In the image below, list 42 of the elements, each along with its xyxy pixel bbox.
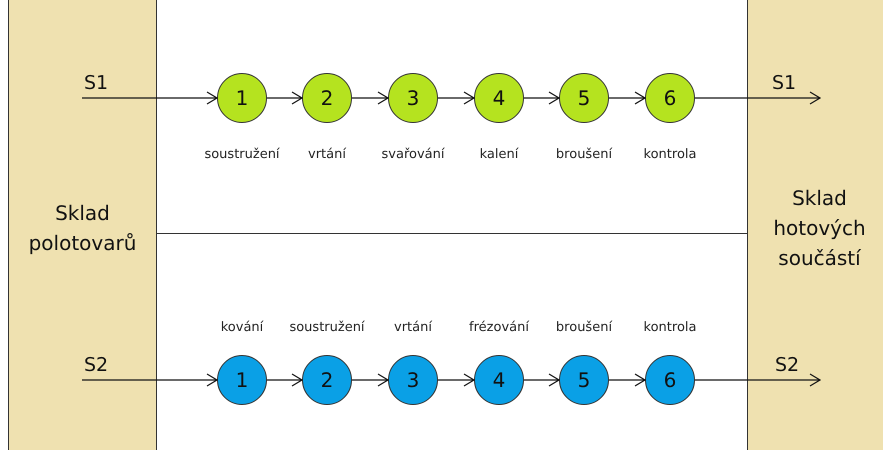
flow-arrow bbox=[609, 373, 646, 387]
operation-label: broušení bbox=[556, 319, 612, 337]
operation-label: svařování bbox=[382, 146, 444, 164]
operation-label: kování bbox=[220, 319, 264, 337]
operation-label: soustružení bbox=[204, 146, 280, 164]
flow-arrow bbox=[524, 373, 560, 387]
storage-label: Sklad hotových součástí bbox=[772, 185, 867, 272]
step-number: 1 bbox=[236, 367, 248, 394]
step-number: 2 bbox=[320, 85, 334, 112]
flow-arrow bbox=[267, 91, 303, 105]
operation-label: vrtání bbox=[308, 146, 346, 164]
operation-label: vrtání bbox=[394, 319, 432, 337]
operation-label: kalení bbox=[480, 146, 518, 164]
step-number: 6 bbox=[664, 85, 676, 112]
flow-arrow bbox=[609, 91, 646, 105]
step-number: 3 bbox=[406, 85, 420, 112]
flow-arrow bbox=[524, 91, 560, 105]
flow-arrow bbox=[267, 373, 303, 387]
flow-arrow bbox=[695, 373, 821, 387]
flow-arrow bbox=[438, 91, 475, 105]
step-number: 4 bbox=[492, 85, 506, 112]
flow-arrow bbox=[352, 91, 389, 105]
flow-arrow bbox=[82, 373, 218, 387]
flow-arrow bbox=[695, 91, 821, 105]
storage-label: Sklad polotovarů bbox=[28, 200, 138, 257]
step-number: 5 bbox=[578, 367, 590, 394]
step-number: 3 bbox=[406, 367, 420, 394]
storage-box bbox=[8, 0, 157, 450]
operation-label: broušení bbox=[556, 146, 612, 164]
step-number: 1 bbox=[236, 85, 248, 112]
step-number: 6 bbox=[664, 367, 676, 394]
step-number: 5 bbox=[578, 85, 590, 112]
flow-arrow bbox=[352, 373, 389, 387]
storage-box bbox=[747, 0, 883, 450]
step-number: 4 bbox=[492, 367, 506, 394]
step-number: 2 bbox=[320, 367, 334, 394]
operation-label: kontrola bbox=[644, 319, 696, 337]
flow-arrow bbox=[82, 91, 218, 105]
operation-label: soustružení bbox=[289, 319, 365, 337]
operation-label: kontrola bbox=[644, 146, 696, 164]
flow-arrow bbox=[438, 373, 475, 387]
operation-label: frézování bbox=[469, 319, 529, 337]
